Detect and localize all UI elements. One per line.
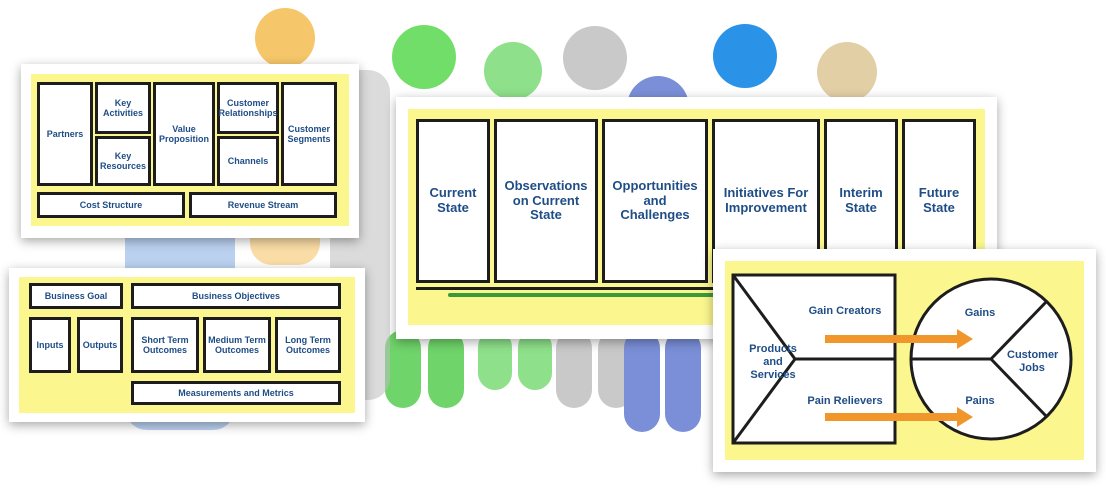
customer-segments-label: Customer Segments	[287, 123, 331, 144]
person-leg-lightgreen-1	[478, 330, 512, 390]
initiatives-label: Initiatives For Improvement	[723, 185, 809, 215]
customer-profile-divider-top	[989, 299, 1049, 361]
person-head-orange	[255, 8, 315, 68]
green-stripe	[448, 293, 748, 297]
measurements-and-metrics-box: Measurements and Metrics	[131, 381, 341, 405]
partners-box: Partners	[37, 82, 93, 186]
business-objectives-label: Business Objectives	[191, 290, 281, 301]
person-head-darkblue	[713, 24, 777, 88]
short-term-outcomes-box: Short Term Outcomes	[131, 317, 199, 373]
inputs-box: Inputs	[29, 317, 71, 373]
customer-relationships-box: Customer Relationships	[217, 82, 279, 134]
gain-creators-label: Gain Creators	[808, 305, 882, 317]
business-model-canvas-card: Partners Key Activities Key Resources Va…	[21, 64, 359, 238]
medium-term-outcomes-label: Medium Term Outcomes	[208, 334, 266, 355]
person-leg-blue-1	[624, 330, 660, 432]
revenue-stream-label: Revenue Stream	[227, 199, 299, 210]
key-resources-label: Key Resources	[99, 150, 147, 171]
customer-profile-divider-bottom	[989, 357, 1049, 419]
business-model-canvas-paper: Partners Key Activities Key Resources Va…	[31, 74, 349, 226]
person-head-green	[392, 25, 456, 89]
person-head-grey	[563, 26, 627, 90]
interim-state-label: Interim State	[839, 185, 883, 215]
observations-column: Observations on Current State	[494, 119, 598, 283]
key-activities-box: Key Activities	[95, 82, 151, 134]
person-leg-green-2	[428, 330, 464, 408]
long-term-outcomes-box: Long Term Outcomes	[275, 317, 341, 373]
cost-structure-label: Cost Structure	[79, 199, 143, 210]
current-state-label: Current State	[429, 185, 477, 215]
value-map-divider-bottom	[731, 358, 797, 444]
business-objectives-box: Business Objectives	[131, 283, 341, 309]
outputs-label: Outputs	[82, 339, 118, 350]
person-leg-green-1	[385, 330, 421, 408]
pain-arrow-icon	[825, 407, 973, 427]
gains-label: Gains	[964, 307, 996, 319]
person-head-beige	[817, 42, 877, 102]
partners-label: Partners	[46, 128, 84, 139]
inputs-label: Inputs	[36, 339, 64, 350]
outputs-box: Outputs	[77, 317, 123, 373]
current-state-column: Current State	[416, 119, 490, 283]
customer-segments-box: Customer Segments	[281, 82, 337, 186]
person-head-lightgreen	[484, 42, 542, 100]
customer-jobs-label: Customer Jobs	[1007, 349, 1059, 375]
person-leg-grey-1	[556, 330, 592, 408]
customer-relationships-label: Customer Relationships	[218, 97, 278, 118]
value-proposition-label: Value Proposition	[159, 123, 209, 144]
business-goal-box: Business Goal	[29, 283, 123, 309]
products-and-services-label: Products and Services	[749, 343, 797, 382]
business-goal-label: Business Goal	[44, 290, 108, 301]
long-term-outcomes-label: Long Term Outcomes	[285, 334, 331, 355]
future-state-label: Future State	[918, 185, 960, 215]
pains-label: Pains	[965, 395, 995, 407]
revenue-stream-box: Revenue Stream	[189, 192, 337, 218]
goals-canvas-card: Business Goal Business Objectives Inputs…	[9, 268, 365, 422]
cost-structure-box: Cost Structure	[37, 192, 185, 218]
value-proposition-diagram	[731, 273, 1073, 445]
person-leg-lightgreen-2	[518, 330, 552, 390]
key-activities-label: Key Activities	[102, 97, 144, 118]
value-proposition-box: Value Proposition	[153, 82, 215, 186]
gain-arrow-icon	[825, 329, 973, 349]
observations-label: Observations on Current State	[504, 177, 588, 223]
opportunities-column: Opportunities and Challenges	[602, 119, 708, 283]
value-proposition-canvas-paper: Gain Creators Products and Services Pain…	[725, 261, 1084, 460]
opportunities-label: Opportunities and Challenges	[612, 177, 698, 223]
pain-relievers-label: Pain Relievers	[807, 395, 883, 407]
short-term-outcomes-label: Short Term Outcomes	[141, 334, 189, 355]
value-map-divider-top	[731, 274, 797, 360]
channels-box: Channels	[217, 136, 279, 186]
medium-term-outcomes-box: Medium Term Outcomes	[203, 317, 271, 373]
person-leg-blue-2	[665, 330, 701, 432]
channels-label: Channels	[227, 155, 269, 166]
key-resources-box: Key Resources	[95, 136, 151, 186]
black-underline	[416, 287, 976, 290]
measurements-and-metrics-label: Measurements and Metrics	[178, 387, 294, 398]
goals-canvas-paper: Business Goal Business Objectives Inputs…	[19, 277, 355, 413]
value-proposition-canvas-card: Gain Creators Products and Services Pain…	[713, 249, 1096, 472]
